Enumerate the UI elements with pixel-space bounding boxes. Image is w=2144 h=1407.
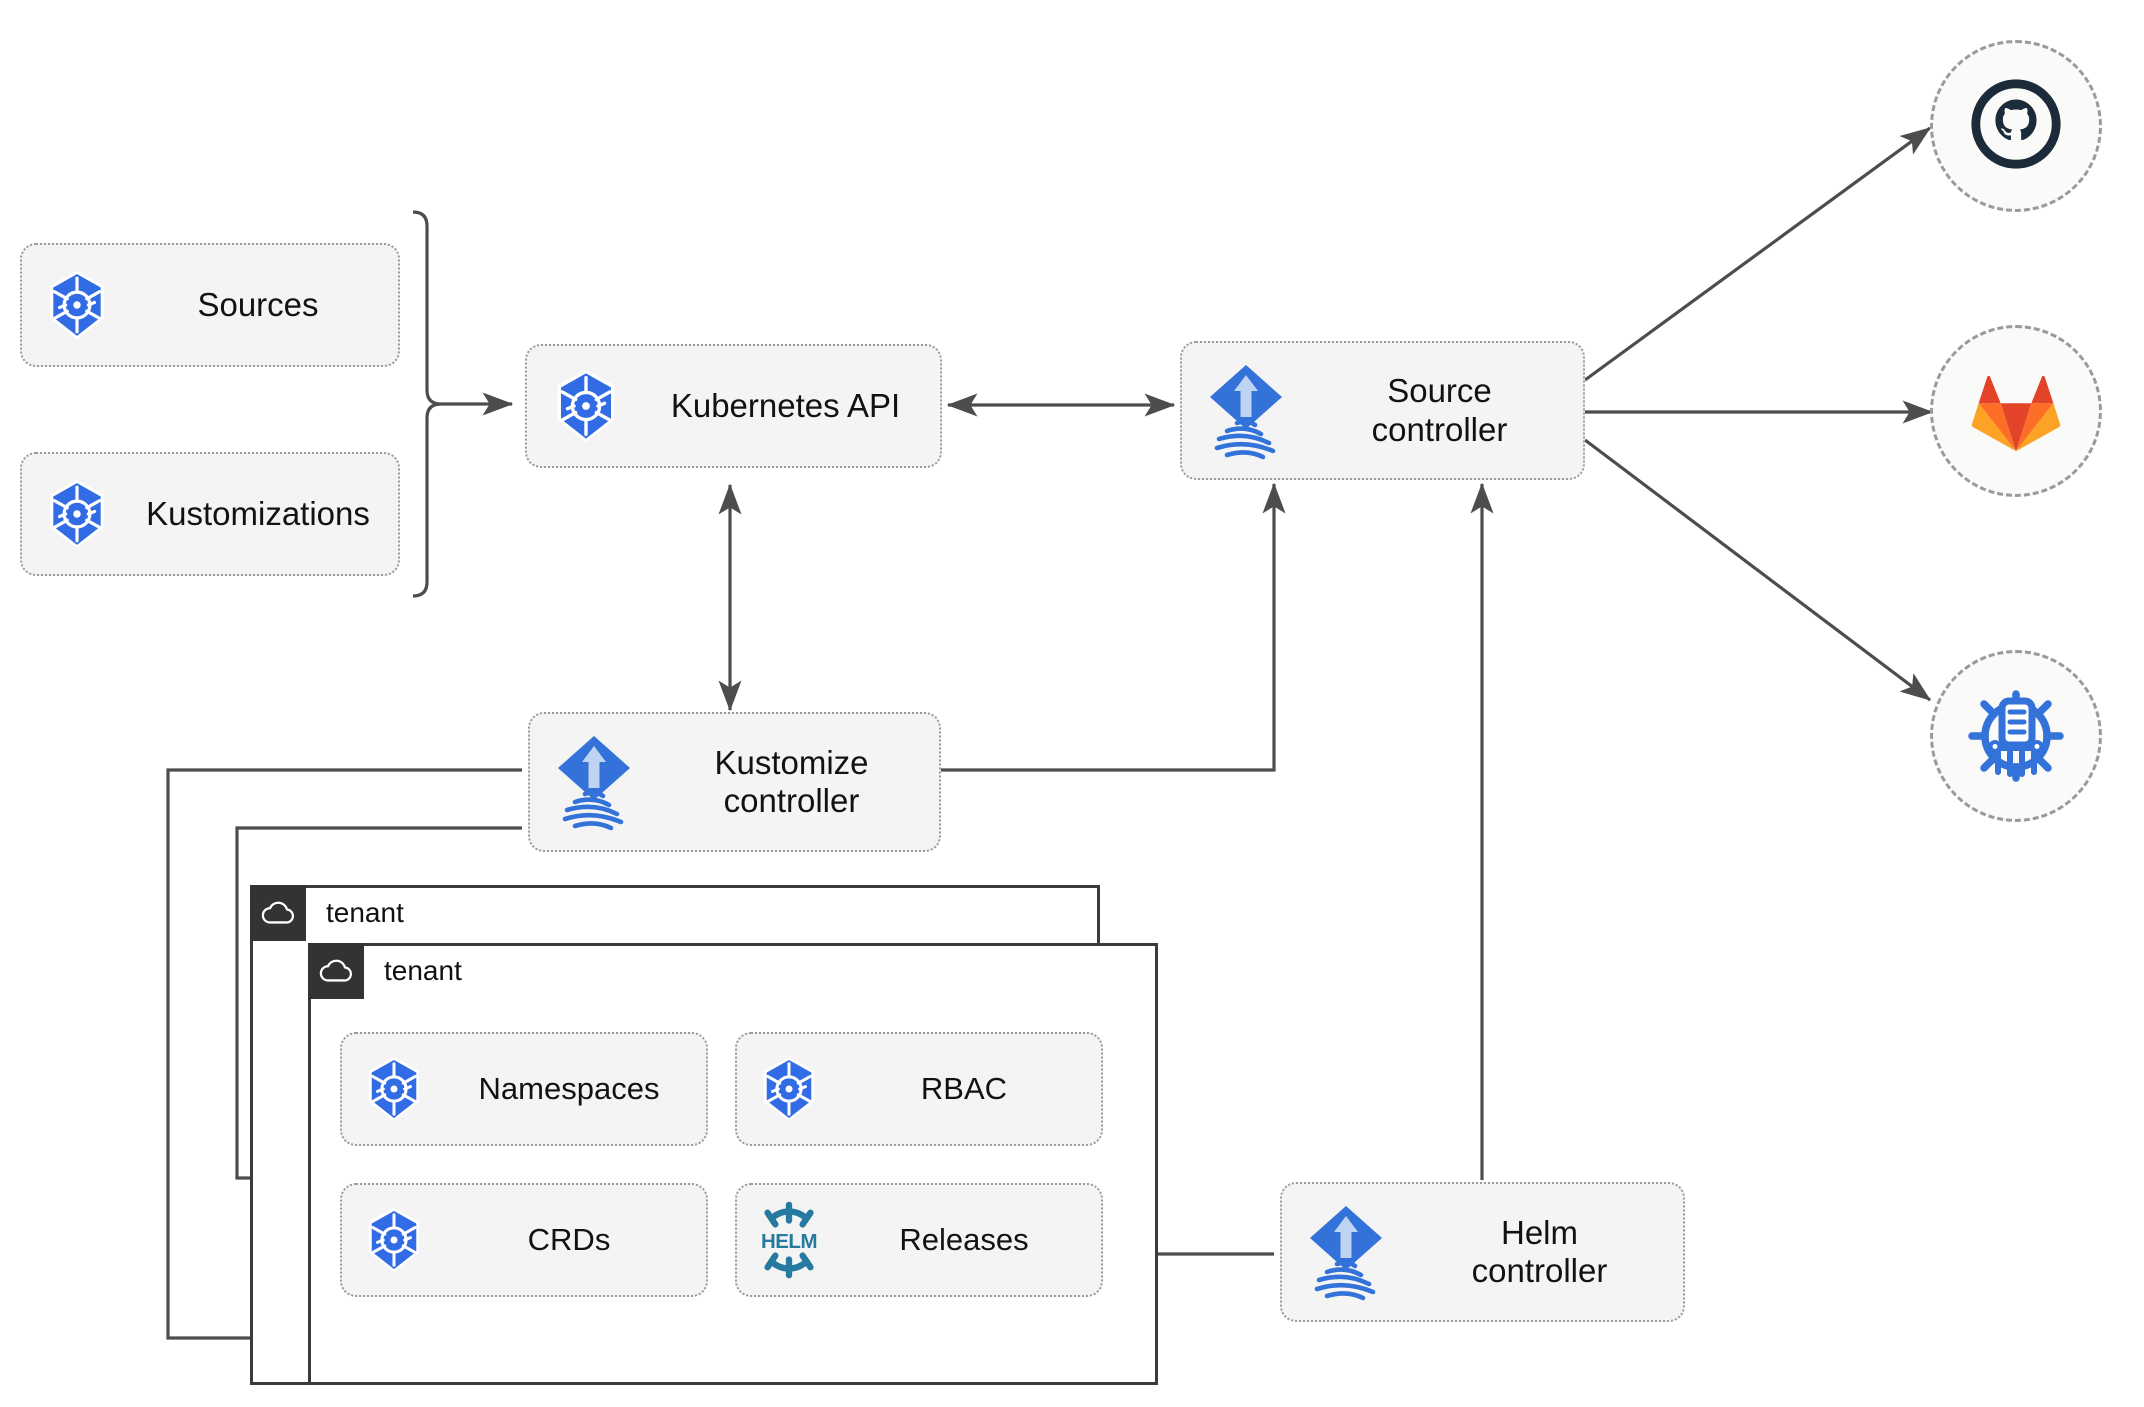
- kubernetes-icon: [342, 1056, 446, 1122]
- node-kubernetes-api[interactable]: Kubernetes API: [525, 344, 942, 468]
- tenant-title-bar: tenant: [308, 943, 462, 999]
- flux-icon: [530, 732, 658, 832]
- resource-pill-kustomizations[interactable]: Kustomizations: [20, 452, 400, 576]
- node-label: Kustomize controller: [714, 743, 869, 819]
- node-label: Kubernetes API: [670, 386, 901, 424]
- resource-label: Sources: [197, 285, 319, 323]
- tenant-box-front[interactable]: tenant: [308, 943, 1158, 1385]
- node-source-controller[interactable]: Source controller: [1180, 341, 1585, 480]
- github-icon: [1967, 75, 2065, 178]
- kubernetes-icon: [22, 479, 132, 549]
- svg-text:HELM: HELM: [761, 1230, 817, 1253]
- tenant-resource-namespaces[interactable]: Namespaces: [340, 1032, 708, 1146]
- tenant-resource-releases[interactable]: HELM Releases: [735, 1183, 1103, 1297]
- resource-pill-sources[interactable]: Sources: [20, 243, 400, 367]
- node-helm-controller[interactable]: Helm controller: [1280, 1182, 1685, 1322]
- provider-gitlab[interactable]: [1930, 325, 2102, 497]
- tenant-title-bar: tenant: [250, 885, 404, 941]
- tenant-label: tenant: [384, 955, 462, 986]
- kubernetes-icon: [22, 270, 132, 340]
- provider-bucket[interactable]: [1930, 650, 2102, 822]
- tenant-label: tenant: [326, 897, 404, 928]
- bucket-icon: [1964, 684, 2068, 789]
- provider-github[interactable]: [1930, 40, 2102, 212]
- tenant-resource-label: Namespaces: [478, 1071, 660, 1107]
- cloud-icon: [250, 885, 306, 941]
- flux-icon: [1282, 1202, 1410, 1302]
- resource-label: Kustomizations: [146, 494, 370, 532]
- gitlab-icon: [1968, 363, 2064, 460]
- tenant-resource-label: CRDs: [527, 1222, 611, 1258]
- kubernetes-icon: [527, 369, 645, 443]
- node-kustomize-controller[interactable]: Kustomize controller: [528, 712, 941, 852]
- cloud-icon: [308, 943, 364, 999]
- helm-icon: HELM: [737, 1201, 841, 1279]
- tenant-resource-label: Releases: [899, 1222, 1029, 1258]
- node-label: Source controller: [1371, 372, 1508, 448]
- flux-icon: [1182, 361, 1310, 461]
- kubernetes-icon: [342, 1207, 446, 1273]
- tenant-resource-crds[interactable]: CRDs: [340, 1183, 708, 1297]
- tenant-resource-label: RBAC: [920, 1071, 1008, 1107]
- kubernetes-icon: [737, 1056, 841, 1122]
- node-label: Helm controller: [1471, 1213, 1608, 1289]
- tenant-resource-rbac[interactable]: RBAC: [735, 1032, 1103, 1146]
